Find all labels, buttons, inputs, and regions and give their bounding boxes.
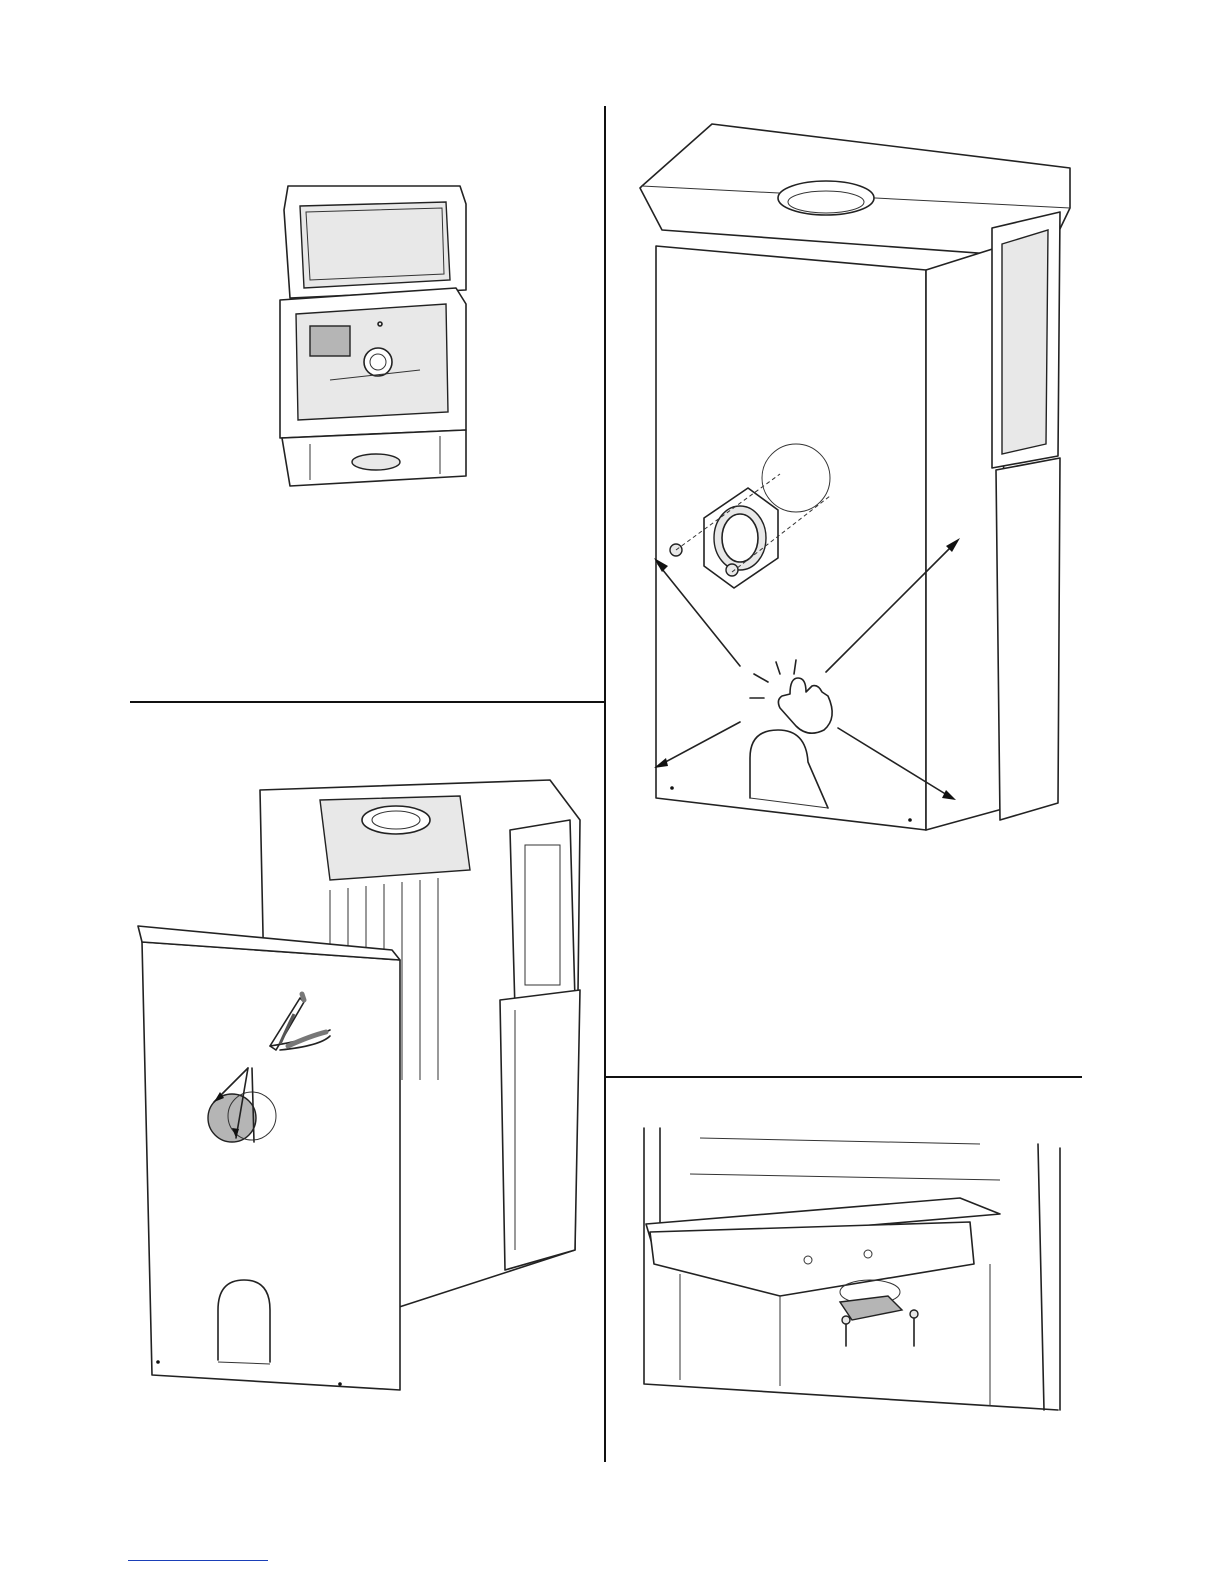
vertical-divider [604,106,606,1462]
figure-stove-cover-plate [640,1124,1065,1414]
footer-link-underline[interactable] [128,1560,268,1561]
figure-stove-rear-knockout [130,750,600,1400]
stove-open-top-icon [270,180,480,500]
left-horizontal-divider [130,701,605,703]
figure-stove-rear-adapter [630,118,1080,838]
right-horizontal-divider [605,1076,1082,1078]
figure-stove-top-open [270,180,480,500]
